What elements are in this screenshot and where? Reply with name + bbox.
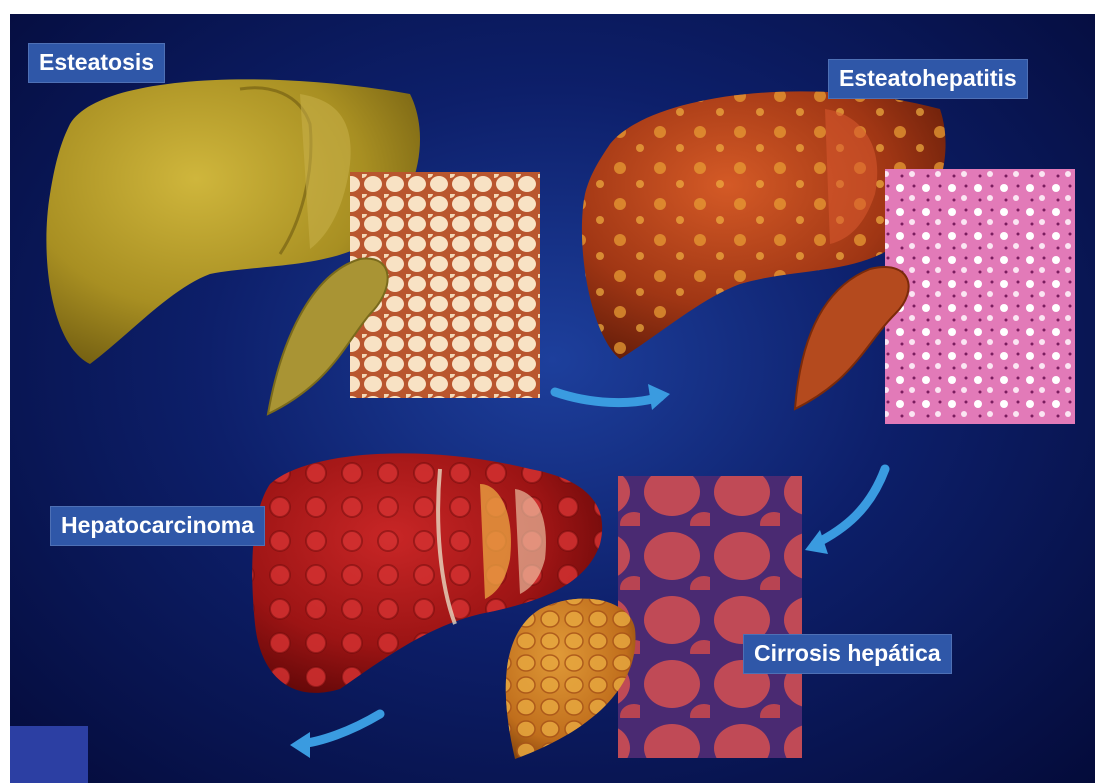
- arrow-esteatosis-to-esteatohepatitis: [555, 392, 660, 403]
- corner-block: [10, 726, 88, 783]
- arrow-cirrosis-to-hepatocarcinoma: [300, 714, 380, 744]
- label-hepatocarcinoma: Hepatocarcinoma: [50, 506, 265, 546]
- cirrosis-histology: [618, 476, 802, 758]
- label-esteatohepatitis: Esteatohepatitis: [828, 59, 1028, 99]
- label-esteatosis: Esteatosis: [28, 43, 165, 83]
- arrow-esteatohepatitis-to-cirrosis: [815, 469, 885, 544]
- label-cirrosis-hepatica: Cirrosis hepática: [743, 634, 952, 674]
- esteatohepatitis-histology: [885, 169, 1075, 424]
- diagram-canvas: Esteatosis Esteatohepatitis Hepatocarcin…: [10, 14, 1095, 783]
